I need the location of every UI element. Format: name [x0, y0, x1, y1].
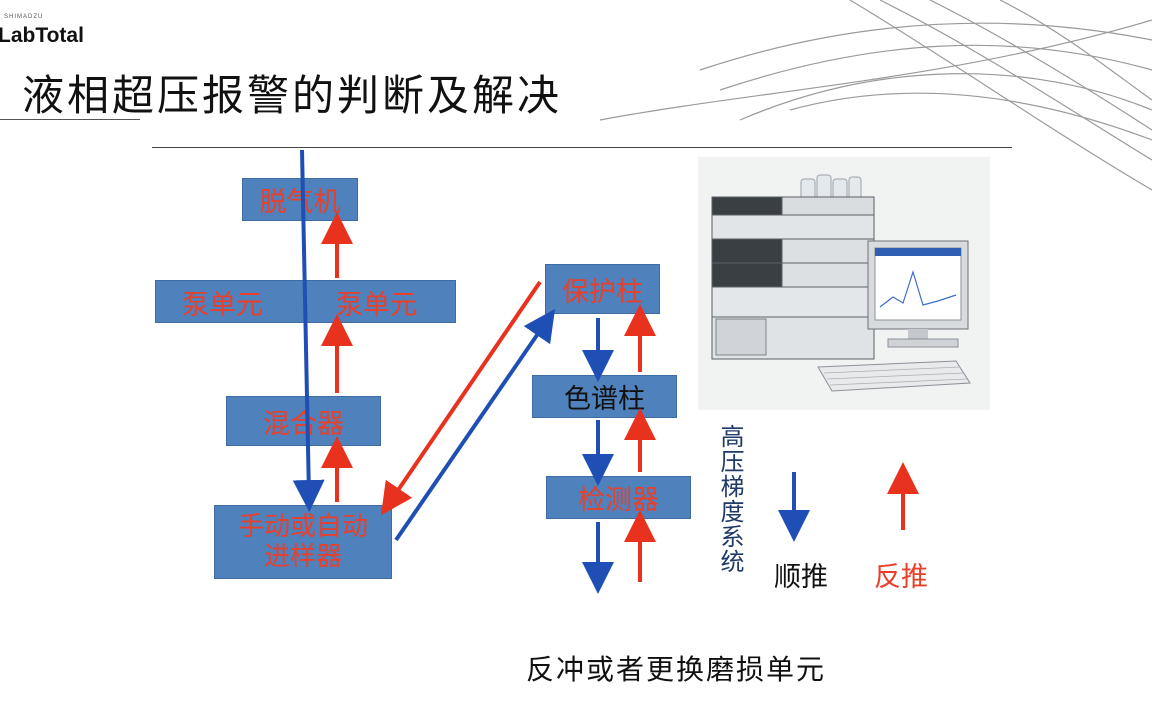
- mixer-label: 混合器: [263, 408, 344, 440]
- injector-label-line1: 手动或自动: [237, 512, 368, 542]
- separator-line: [152, 147, 1012, 148]
- forward-arrow-main: [292, 149, 325, 512]
- hplc-instrument-illustration: [711, 174, 971, 392]
- legend-forward-label: 顺推: [774, 562, 828, 593]
- title-underline: [0, 119, 140, 120]
- hplc-instrument-photo: [698, 157, 990, 410]
- guard-column-box: 保护柱: [545, 264, 660, 314]
- forward-arrow-injector-to-guard: [394, 308, 556, 542]
- legend-reverse-label: 反推: [874, 562, 928, 593]
- brand-logo: LabTotal: [0, 24, 84, 47]
- bottom-note: 反冲或者更换磨损单元: [526, 653, 827, 686]
- page-title: 液相超压报警的判断及解决: [22, 71, 563, 120]
- mixer-box: 混合器: [226, 396, 381, 446]
- detector-box: 检测器: [546, 476, 691, 519]
- injector-box: 手动或自动 进样器: [214, 505, 392, 579]
- guard-column-label: 保护柱: [562, 276, 643, 308]
- reverse-arrow-guard-to-injector: [380, 280, 542, 516]
- injector-label-line2: 进样器: [263, 542, 342, 572]
- pump-left-label: 泵单元: [182, 290, 263, 321]
- brand-subtext: SHIMADZU: [4, 14, 44, 20]
- high-pressure-gradient-label: 高压梯度系统: [716, 424, 744, 574]
